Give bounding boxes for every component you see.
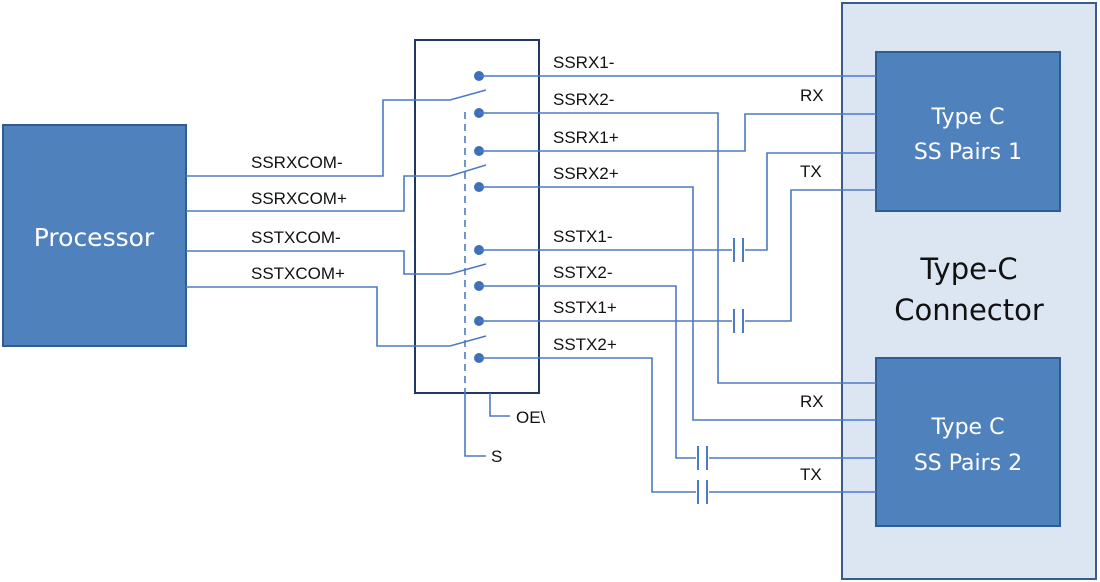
ss-pairs-2-line1: Type C — [931, 415, 1005, 440]
label-rx-pairs-1: RX — [800, 86, 824, 105]
label-ssrx2-minus: SSRX2- — [553, 90, 614, 109]
label-rx-pairs-2: RX — [800, 392, 824, 411]
label-oe-pin: OE\ — [516, 408, 546, 427]
label-sstxcom-minus: SSTXCOM- — [251, 228, 341, 247]
capacitor-sstx1-plus — [733, 309, 744, 333]
capacitor-sstx2-minus — [697, 446, 708, 470]
wire-ssrx2-minus — [479, 112, 876, 384]
mux-switch-box — [414, 39, 540, 394]
wire-sstx1-minus — [479, 152, 876, 251]
label-tx-pairs-1: TX — [800, 162, 822, 181]
label-tx-pairs-2: TX — [800, 465, 822, 484]
wire-sstxcom-plus — [186, 286, 487, 347]
capacitor-sstx1-minus — [733, 238, 744, 262]
wire-ssrxcom-plus — [186, 164, 487, 212]
ss-pairs-1-line2: SS Pairs 1 — [914, 140, 1022, 165]
label-s-pin: S — [491, 447, 502, 466]
wire-ssrxcom-minus — [186, 89, 487, 177]
wire-ssrx1-plus — [479, 113, 876, 152]
label-sstx1-minus: SSTX1- — [553, 227, 613, 246]
wire-sstx1-plus — [479, 189, 876, 322]
ss-pairs-2-box — [875, 357, 1061, 527]
ss-pairs-2-line2: SS Pairs 2 — [914, 451, 1022, 476]
processor-box — [2, 124, 187, 347]
label-ssrxcom-minus: SSRXCOM- — [251, 153, 343, 172]
wire-s-pin — [464, 393, 486, 457]
label-sstx2-plus: SSTX2+ — [553, 335, 617, 354]
connector-title-line1: Type-C — [919, 252, 1017, 286]
label-sstx1-plus: SSTX1+ — [553, 298, 617, 317]
ss-pairs-1-box — [875, 51, 1061, 212]
processor-label: Processor — [34, 223, 155, 252]
wire-ssrx2-plus — [479, 186, 876, 421]
label-ssrx1-minus: SSRX1- — [553, 53, 614, 72]
label-ssrx2-plus: SSRX2+ — [553, 164, 619, 183]
label-ssrx1-plus: SSRX1+ — [553, 128, 619, 147]
label-sstx2-minus: SSTX2- — [553, 263, 613, 282]
label-sstxcom-plus: SSTXCOM+ — [251, 264, 345, 283]
capacitor-sstx2-plus — [697, 480, 708, 504]
wire-sstxcom-minus — [186, 250, 487, 275]
wire-oe-pin — [489, 393, 510, 417]
wire-sstx2-minus — [479, 285, 876, 459]
label-ssrxcom-plus: SSRXCOM+ — [251, 189, 347, 208]
connector-title-line2: Connector — [894, 293, 1044, 327]
wire-sstx2-plus — [479, 357, 876, 493]
ss-pairs-1-line1: Type C — [931, 105, 1005, 130]
